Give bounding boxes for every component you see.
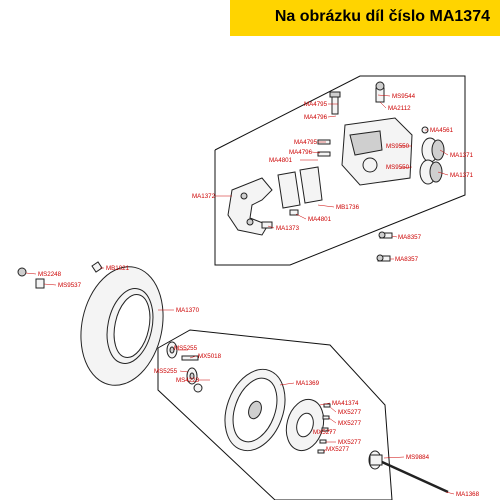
- valve-stem: [91, 261, 103, 273]
- bearing-2: [186, 367, 198, 385]
- label-ms5255-a: MS5255: [174, 345, 198, 352]
- label-ma4795-a: MA4795: [304, 101, 328, 108]
- label-ms4223: MS4223: [176, 377, 200, 384]
- label-ma1371-a: MA1371: [450, 152, 474, 159]
- bearing-1: [166, 341, 178, 359]
- valve: [35, 278, 45, 289]
- caliper-bracket: [227, 177, 273, 236]
- label-ma4801-a: MA4801: [269, 157, 293, 164]
- label-ma2112: MA2112: [388, 105, 411, 112]
- label-ma4796-a: MA4796: [304, 114, 328, 121]
- label-ms2248: MS2248: [38, 271, 62, 278]
- label-ms9550-a: MS9550: [386, 143, 410, 150]
- label-mb1021: MB1021: [106, 265, 130, 272]
- label-mx5277-a: MX5277: [338, 409, 362, 416]
- label-ma4796-b: MA4796: [289, 149, 313, 156]
- label-ms5255-b: MS5255: [154, 368, 178, 375]
- label-mx5018: MX5018: [198, 353, 222, 360]
- caliper-piston-2: [419, 159, 443, 185]
- label-mx5277-d: MX5277: [338, 439, 362, 446]
- label-ma1371-b: MA1371: [450, 172, 474, 179]
- label-ms9537: MS9537: [58, 282, 82, 289]
- header-title: Na obrázku díl číslo MA1374: [274, 8, 490, 25]
- label-ma1368: MA1368: [456, 491, 480, 498]
- valve-cap: [17, 267, 27, 277]
- label-ma4795-b: MA4795: [294, 139, 318, 146]
- label-mx5277-c: MX5277: [313, 429, 337, 436]
- label-ma1373: MA1373: [276, 225, 300, 232]
- label-mb1736: MB1736: [336, 204, 360, 211]
- axle: [381, 460, 449, 494]
- label-ms9550-b: MS9550: [386, 164, 410, 171]
- label-ms9544: MS9544: [392, 93, 416, 100]
- label-ma4801-b: MA4801: [308, 216, 332, 223]
- bleed-screw: [375, 81, 385, 103]
- caliper-group-frame: [214, 75, 466, 266]
- caliper-piston-1: [421, 137, 445, 163]
- label-ma8357-a: MA8357: [398, 234, 422, 241]
- label-ms9884: MS9884: [406, 454, 430, 461]
- tire: [80, 266, 164, 386]
- label-ma1369: MA1369: [296, 380, 320, 387]
- pad-clip: [289, 209, 299, 216]
- wheel-group-frame: [157, 329, 393, 500]
- pad-spring: [261, 221, 273, 229]
- part-labels: MS9544 MA4795 MA2112 MA4796 MA4561 MA479…: [38, 93, 480, 498]
- seal: [193, 383, 203, 393]
- brake-disc: [285, 398, 325, 452]
- label-ma8357-b: MA8357: [395, 256, 419, 263]
- brake-pads: [277, 166, 323, 209]
- mounting-bolt-2: [376, 254, 391, 262]
- pad-pin-2: [317, 151, 331, 157]
- axle-nut-assembly: [368, 450, 383, 470]
- label-ma4561: MA4561: [430, 127, 454, 134]
- label-ma41374: MA41374: [332, 400, 359, 407]
- label-mx5277-e: MX5277: [326, 446, 350, 453]
- disc-bolts: [317, 403, 331, 454]
- mounting-bolt-1: [378, 231, 393, 239]
- header-banner: Na obrázku díl číslo MA1374: [230, 0, 500, 36]
- wheel-rim: [224, 368, 286, 452]
- caliper-bolt: [329, 91, 341, 115]
- label-ma1370: MA1370: [176, 307, 200, 314]
- brake-caliper: [341, 117, 413, 186]
- leader-lines: [25, 94, 455, 495]
- label-mx5277-b: MX5277: [338, 420, 362, 427]
- label-ma1372: MA1372: [192, 193, 216, 200]
